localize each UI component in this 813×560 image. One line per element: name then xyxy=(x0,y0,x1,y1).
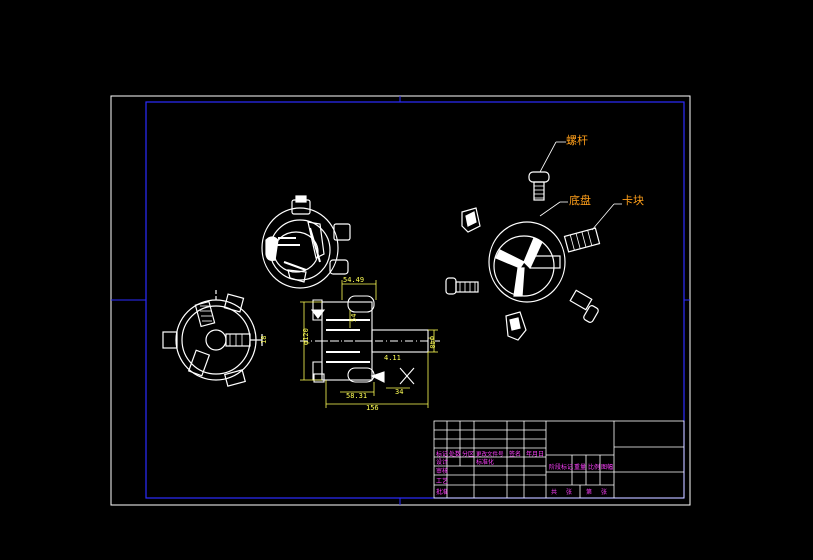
dim-top: 54.49 xyxy=(343,276,364,284)
stage-header: 图幅 xyxy=(601,463,613,471)
stage-header: 比例 xyxy=(588,463,600,471)
std-label: 标准化 xyxy=(476,458,494,466)
sheet-label: 第 xyxy=(586,488,592,496)
rev-header: 分区 xyxy=(462,450,474,458)
dim-diameter-left: φ120 xyxy=(302,328,310,345)
callout-base-plate: 底盘 xyxy=(569,193,591,207)
stage-header: 重量 xyxy=(574,463,586,471)
dim-bottom-total: 156 xyxy=(366,404,379,412)
row-label: 设计 xyxy=(436,458,448,466)
dim-right-small: 34 xyxy=(395,388,403,396)
rev-header: 年月日 xyxy=(526,450,544,458)
stage-header: 阶段标记 xyxy=(549,463,573,471)
chuck-exploded-view xyxy=(445,171,601,341)
sheet-label: 张 xyxy=(566,488,572,496)
centering-marks xyxy=(111,96,690,505)
dim-vertical: 54 xyxy=(350,314,358,322)
chuck-front-view xyxy=(162,290,263,387)
title-block-rev-headers: 标记 处数 分区 更改文件号 签名 年月日 xyxy=(436,450,544,458)
row-label: 工艺 xyxy=(436,477,448,485)
rev-header: 更改文件号 xyxy=(476,450,504,458)
title-block-sheet-labels: 共 张 第 张 xyxy=(551,488,607,496)
dim-diameter-right: φ40 xyxy=(428,336,436,349)
callout-jaw-block: 卡块 xyxy=(622,194,644,207)
callout-screw: 螺杆 xyxy=(566,133,588,147)
rev-header: 标记 xyxy=(436,450,448,458)
outer-frame xyxy=(110,95,691,506)
chuck-isometric-view xyxy=(261,195,351,289)
section-dimension-lines xyxy=(300,280,438,408)
dim-small: 4.11 xyxy=(384,354,401,362)
sheet-label: 张 xyxy=(601,488,607,496)
chuck-section-view xyxy=(300,295,440,385)
title-block xyxy=(433,420,685,499)
callout-leaders xyxy=(539,141,622,231)
sheet-label: 共 xyxy=(551,488,557,496)
row-label: 批准 xyxy=(436,488,448,496)
rev-header: 签名 xyxy=(509,450,521,458)
title-block-row-labels: 设计 审核 工艺 批准 xyxy=(436,458,448,496)
rev-header: 处数 xyxy=(449,450,461,458)
title-block-stage-headers: 阶段标记 重量 比例 图幅 xyxy=(549,463,613,471)
dim-front-view: 18 xyxy=(260,336,268,344)
dim-bottom-inner: 58.31 xyxy=(346,392,367,400)
row-label: 审核 xyxy=(436,467,448,475)
